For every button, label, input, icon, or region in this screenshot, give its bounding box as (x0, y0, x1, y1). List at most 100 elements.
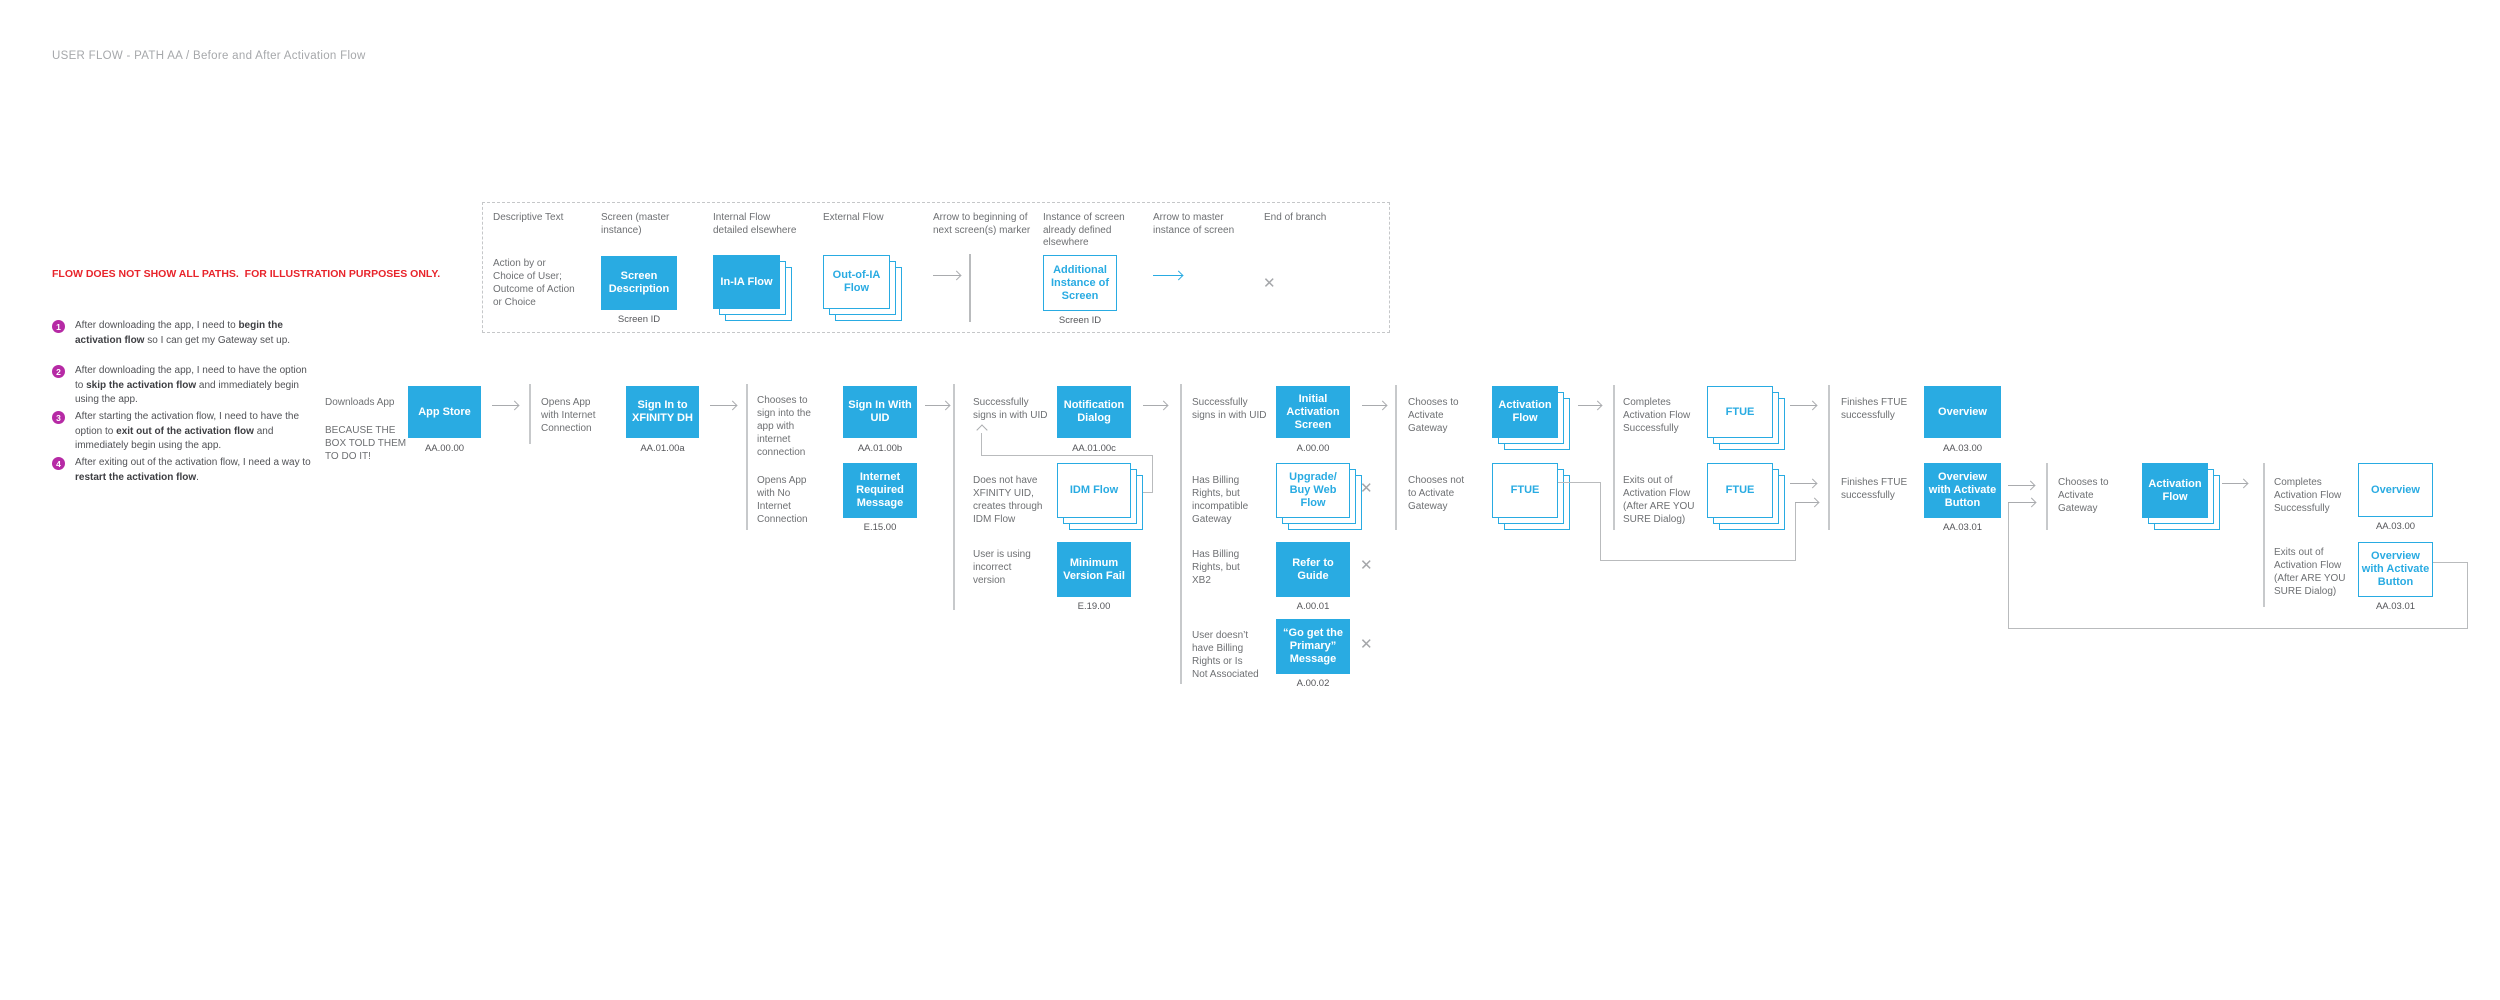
need-3-pre: After starting the activation flow, I ne… (75, 411, 300, 437)
flow-idm-stack: IDM Flow (1057, 463, 1143, 530)
arrow-signin-uid-next (925, 401, 950, 410)
separator-4 (1180, 384, 1182, 684)
screen-internet-required: Internet Required Message (843, 463, 917, 518)
arrow-signin-dh-next (710, 401, 737, 410)
page-title: USER FLOW - PATH AA / Before and After A… (52, 50, 366, 62)
flow-ftue-complete-stack: FTUE (1707, 386, 1785, 450)
need-1-bold: begin the activation flow (75, 320, 283, 346)
idm-loop-line (981, 433, 983, 456)
restart-loop-line (2008, 503, 2010, 629)
legend-additional-instance-box: Additional Instance of Screen (1043, 255, 1117, 311)
need-2-badge: 2 (52, 365, 65, 378)
need-2-text: After downloading the app, I need to hav… (75, 364, 315, 408)
separator-8 (2046, 463, 2048, 530)
legend-header-external-flow: External Flow (823, 212, 884, 223)
need-4-post: . (196, 471, 199, 483)
screen-overview-2: Overview (2358, 463, 2433, 517)
screen-id-internet-required: E.15.00 (863, 522, 897, 533)
desc-signs-in-uid-1: Successfully signs in with UID (973, 397, 1048, 421)
desc-incompatible-gateway: Has Billing Rights, but incompatible Gat… (1192, 475, 1249, 525)
arrow-ftue-complete-next (1790, 401, 1817, 410)
legend-header-end-branch: End of branch (1264, 212, 1327, 223)
legend-end-of-branch-icon: ✕ (1263, 275, 1276, 292)
arrow-activation-1-next (1578, 401, 1602, 410)
legend-screen-id-caption: Screen ID (617, 314, 661, 325)
skip-loop-line (1558, 482, 1601, 484)
legend-descriptive-body: Action by or Choice of User; Outcome of … (493, 258, 575, 308)
screen-id-overview-activate-1: AA.03.01 (1942, 522, 1983, 533)
desc-chooses-not-activate: Chooses not to Activate Gateway (1408, 475, 1465, 512)
screen-initial-activation: Initial Activation Screen (1276, 386, 1350, 438)
flow-ftue-skip-box: FTUE (1492, 463, 1558, 518)
legend-blue-arrow-icon (1153, 271, 1183, 280)
separator-6 (1613, 385, 1615, 530)
end-branch-refer-icon: ✕ (1360, 557, 1373, 574)
desc-downloads-app: Downloads App (325, 397, 395, 408)
legend-header-instance-defined: Instance of screen already defined elsew… (1043, 212, 1125, 248)
screen-id-notification-dialog: AA.01.00c (1072, 443, 1116, 454)
legend-in-ia-flow-box: In-IA Flow (713, 255, 780, 309)
end-branch-primary-icon: ✕ (1360, 636, 1373, 653)
desc-exits-activation-2: Exits out of Activation Flow (After ARE … (2274, 547, 2346, 597)
screen-id-sign-in-xfinity-dh: AA.01.00a (640, 443, 685, 454)
legend-next-screen-marker-line (969, 254, 971, 322)
flow-upgrade-buy-box: Upgrade/ Buy Web Flow (1276, 463, 1350, 518)
skip-loop-line (1600, 560, 1796, 562)
flow-activation-flow-2-box: Activation Flow (2142, 463, 2208, 518)
flow-activation-flow-1-box: Activation Flow (1492, 386, 1558, 438)
need-4-badge: 4 (52, 457, 65, 470)
screen-id-min-version-fail: E.19.00 (1077, 601, 1111, 612)
desc-opens-internet: Opens App with Internet Connection (541, 397, 596, 434)
flow-ftue-complete-box: FTUE (1707, 386, 1773, 438)
screen-id-app-store: AA.00.00 (424, 443, 465, 454)
legend-out-of-ia-flow-box: Out-of-IA Flow (823, 255, 890, 309)
desc-finishes-ftue-1: Finishes FTUE successfully (1841, 397, 1908, 421)
flow-upgrade-buy-stack: Upgrade/ Buy Web Flow (1276, 463, 1362, 530)
disclaimer-text: FLOW DOES NOT SHOW ALL PATHS. FOR ILLUST… (52, 268, 441, 280)
screen-id-overview-2: AA.03.00 (2375, 521, 2416, 532)
need-4-pre: After exiting out of the activation flow… (75, 457, 311, 468)
arrow-ftue-exit-next (1790, 479, 1817, 488)
screen-id-refer-to-guide: A.00.01 (1296, 601, 1330, 612)
desc-chooses-activate-2: Chooses to Activate Gateway (2058, 477, 2109, 514)
flow-idm-flow-box: IDM Flow (1057, 463, 1131, 518)
desc-chooses-activate-1: Chooses to Activate Gateway (1408, 397, 1459, 434)
need-4-bold: restart the activation flow (75, 471, 197, 483)
need-2-post: and immediately begin using the app. (75, 379, 299, 406)
flow-ftue-skip-stack: FTUE (1492, 463, 1570, 530)
arrow-overview-activate-next (2008, 481, 2035, 490)
separator-1 (529, 384, 531, 444)
idm-loop-line (1152, 455, 1154, 493)
arrow-initial-activation-next (1362, 401, 1387, 410)
skip-loop-line (1795, 503, 1797, 561)
screen-id-sign-in-with-uid: AA.01.00b (857, 443, 903, 454)
need-3-post: and immediately begin using the app. (75, 425, 274, 452)
screen-overview-activate-2: Overview with Activate Button (2358, 542, 2433, 597)
desc-completes-activation-2: Completes Activation Flow Successfully (2274, 477, 2342, 514)
arrow-skip-loop-next (1795, 498, 1819, 507)
end-branch-upgrade-icon: ✕ (1360, 480, 1373, 497)
legend-header-descriptive-text: Descriptive Text (493, 212, 564, 223)
desc-completes-activation-1: Completes Activation Flow Successfully (1623, 397, 1691, 434)
screen-id-go-get-primary: A.00.02 (1296, 678, 1330, 689)
desc-exits-activation-1: Exits out of Activation Flow (After ARE … (1623, 475, 1695, 525)
idm-loop-line (981, 455, 1153, 457)
flow-activation-1-stack: Activation Flow (1492, 386, 1570, 450)
screen-overview-activate-1: Overview with Activate Button (1924, 463, 2001, 518)
legend-instance-screen-id-caption: Screen ID (1058, 315, 1102, 326)
need-3-badge: 3 (52, 411, 65, 424)
screen-id-overview-1: AA.03.00 (1942, 443, 1983, 454)
legend-header-arrow-master: Arrow to master instance of screen (1153, 212, 1235, 236)
need-1-post: so I can get my Gateway set up. (144, 334, 291, 346)
screen-go-get-primary: “Go get the Primary” Message (1276, 619, 1350, 674)
separator-9 (2263, 463, 2265, 607)
need-2-bold: skip the activation flow (86, 379, 197, 391)
separator-3 (953, 384, 955, 610)
separator-2 (746, 384, 748, 530)
legend-header-internal-flow: Internal Flow detailed elsewhere (713, 212, 797, 236)
legend-box (482, 202, 1390, 333)
desc-incorrect-version: User is using incorrect version (973, 549, 1031, 586)
screen-refer-to-guide: Refer to Guide (1276, 542, 1350, 597)
flow-ftue-exit-box: FTUE (1707, 463, 1773, 518)
